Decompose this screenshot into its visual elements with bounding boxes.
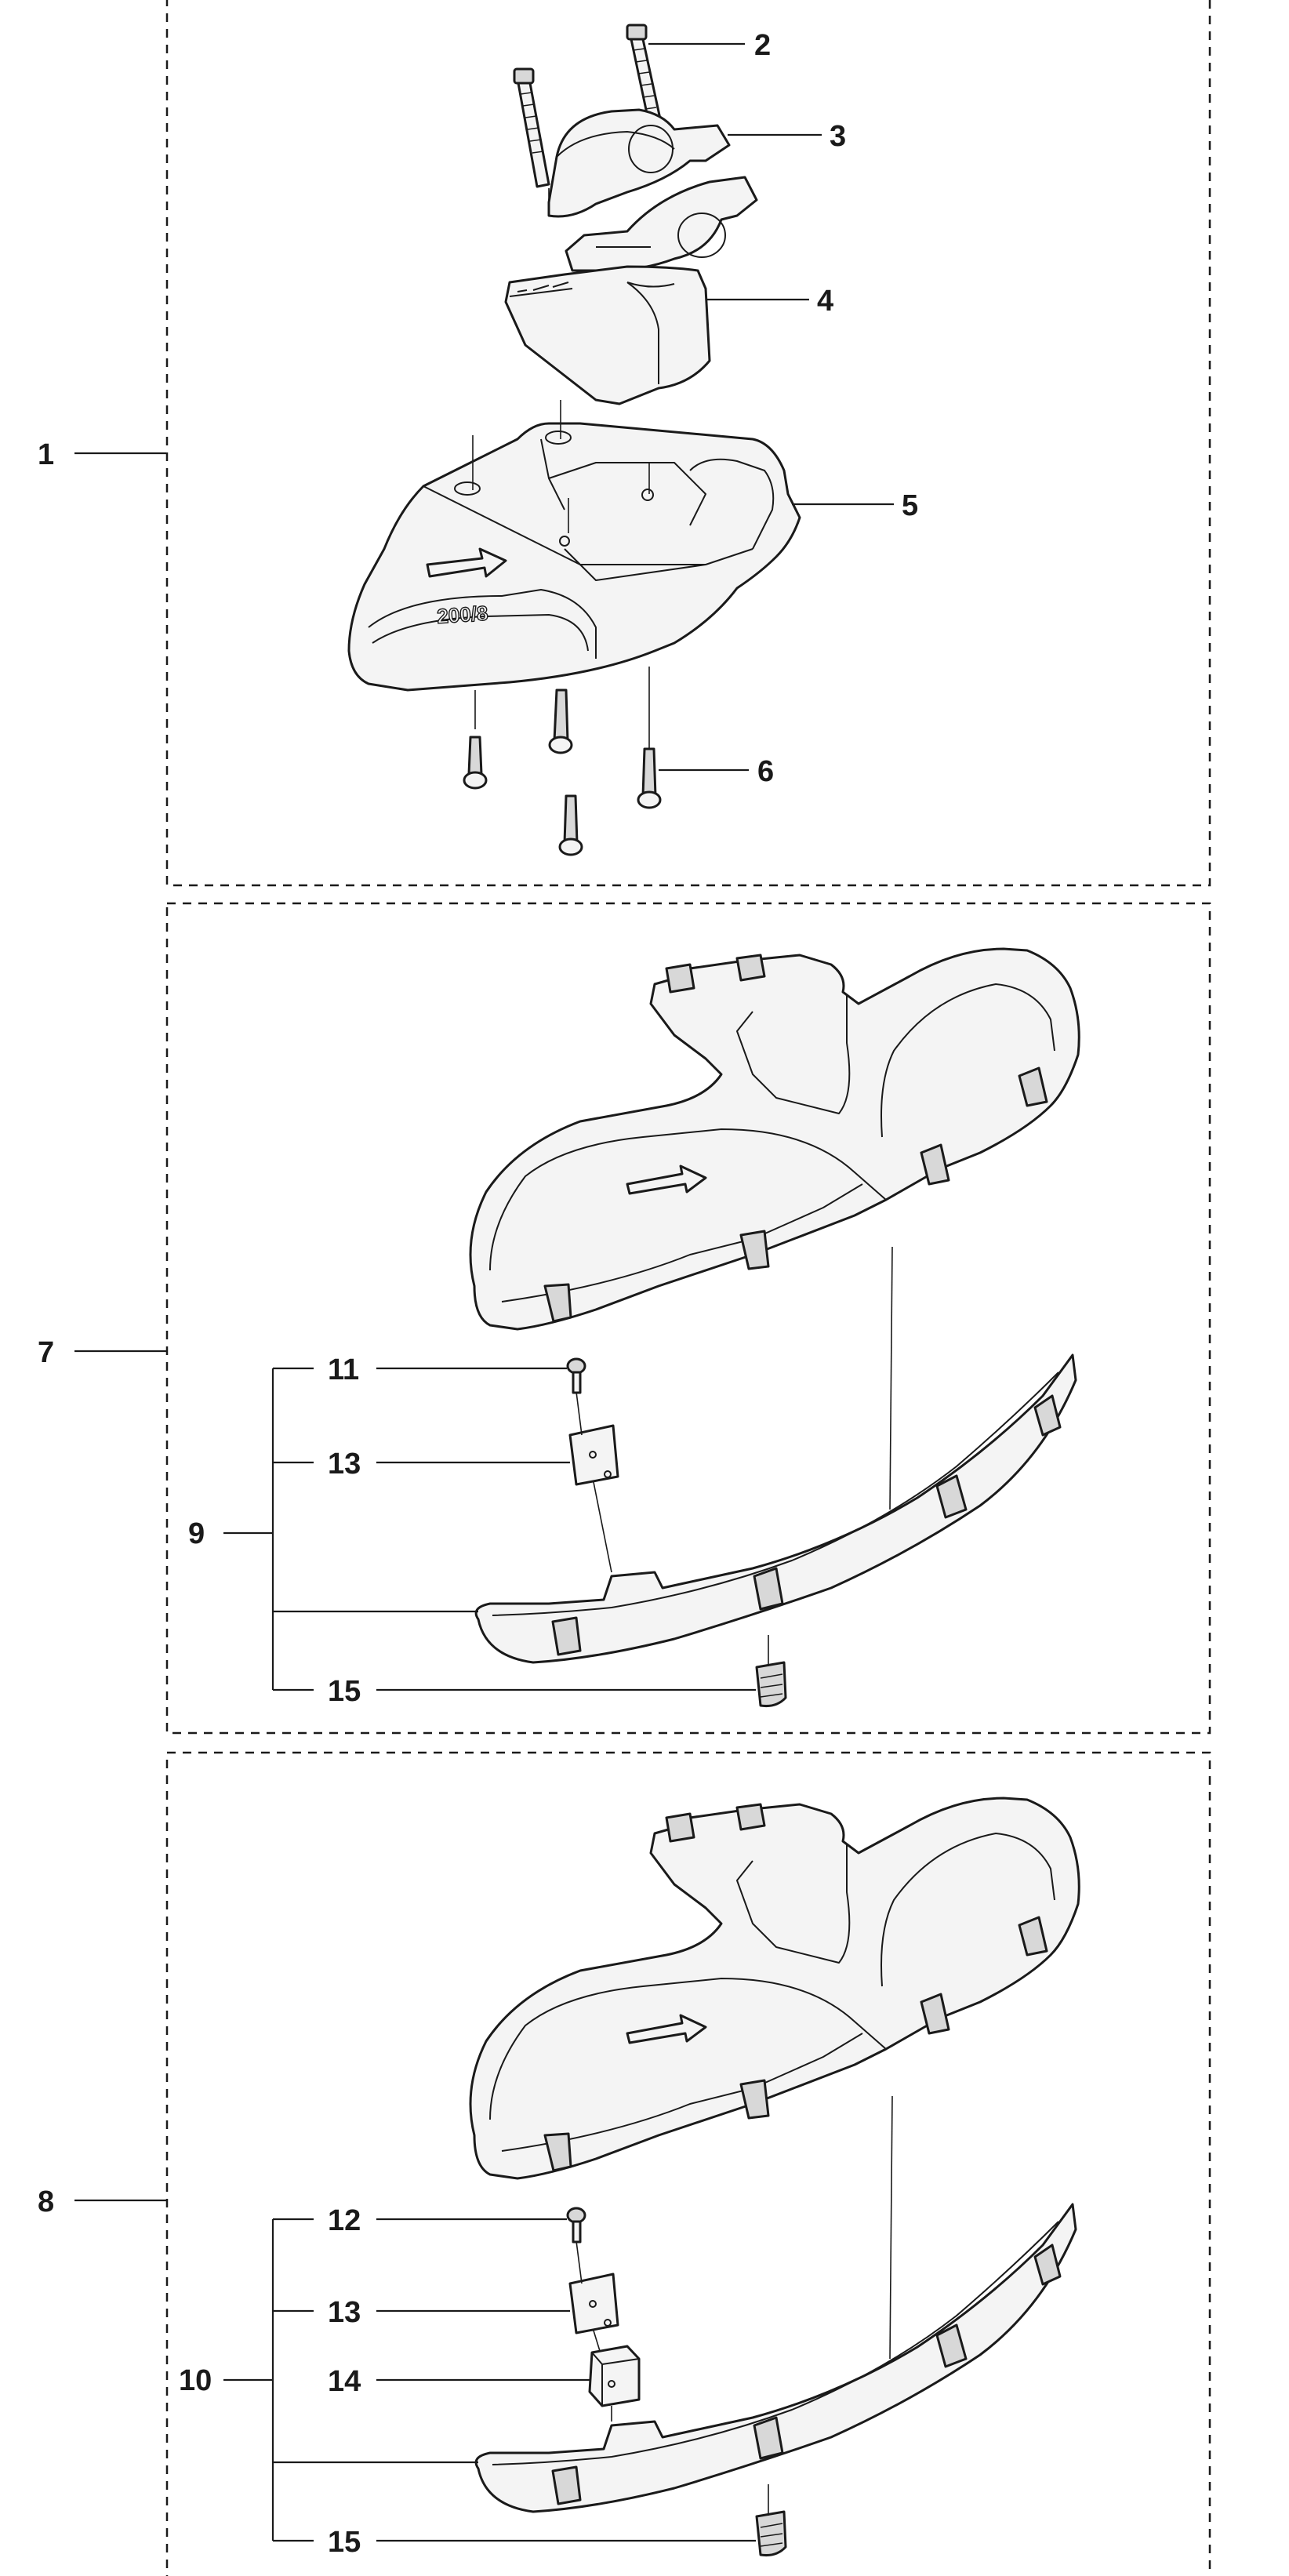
callout-1: 1 xyxy=(38,438,166,471)
clip-15-a xyxy=(755,1661,787,1707)
callout-9-bracket: 9 xyxy=(188,1367,478,1691)
guard-emboss-text: 200/8 xyxy=(436,601,488,628)
guard-screw-4 xyxy=(637,747,662,809)
svg-text:10: 10 xyxy=(179,2364,212,2397)
mount-bracket xyxy=(504,265,711,405)
top-bolt-left xyxy=(513,67,550,188)
callout-10-bracket: 10 xyxy=(179,2218,478,2542)
callout-6: 6 xyxy=(659,755,774,788)
svg-text:8: 8 xyxy=(38,2185,54,2218)
top-bolt-right xyxy=(626,24,665,137)
callout-4: 4 xyxy=(707,285,833,318)
callout-14: 14 xyxy=(328,2365,590,2398)
callout-15-a: 15 xyxy=(328,1675,756,1708)
svg-text:6: 6 xyxy=(757,755,774,788)
blade-strip-b xyxy=(474,2203,1077,2513)
callout-13-a: 13 xyxy=(328,1448,570,1481)
assembly-lines-panel-8 xyxy=(576,2095,893,2516)
block-14 xyxy=(588,2345,641,2407)
plate-13-a xyxy=(568,1424,619,1486)
svg-text:14: 14 xyxy=(328,2365,361,2398)
callout-8: 8 xyxy=(38,2185,166,2218)
svg-text:7: 7 xyxy=(38,1336,54,1369)
callout-13-b: 13 xyxy=(328,2296,570,2329)
svg-text:12: 12 xyxy=(328,2204,361,2237)
screw-12 xyxy=(566,2207,586,2244)
callout-15-b: 15 xyxy=(328,2526,756,2559)
callout-3: 3 xyxy=(728,120,846,153)
svg-text:3: 3 xyxy=(830,120,846,153)
blade-strip-a xyxy=(474,1353,1077,1664)
svg-text:5: 5 xyxy=(902,489,918,522)
svg-text:15: 15 xyxy=(328,2526,361,2559)
panel-8-frame xyxy=(165,1751,1211,2576)
callout-2: 2 xyxy=(648,29,771,62)
guard-screw-2 xyxy=(548,689,573,754)
svg-text:13: 13 xyxy=(328,2296,361,2329)
assembly-lines-panel-1 xyxy=(472,188,650,749)
guard-screw-3 xyxy=(558,794,583,856)
guard-screw-1 xyxy=(463,736,488,790)
clip-15-b xyxy=(755,2510,787,2556)
svg-text:9: 9 xyxy=(188,1517,205,1550)
svg-text:4: 4 xyxy=(817,285,833,318)
clamp-upper xyxy=(547,108,731,218)
callout-11: 11 xyxy=(328,1353,567,1386)
svg-text:13: 13 xyxy=(328,1448,361,1481)
screw-11 xyxy=(566,1357,586,1394)
callout-5: 5 xyxy=(792,489,918,522)
svg-text:11: 11 xyxy=(328,1353,359,1386)
plate-13-b xyxy=(568,2273,619,2334)
svg-text:2: 2 xyxy=(754,29,771,62)
blade-guard-upper-a xyxy=(469,947,1080,1331)
callout-12: 12 xyxy=(328,2204,567,2237)
assembly-lines-panel-7 xyxy=(576,1246,893,1666)
panel-1-frame xyxy=(165,0,1211,887)
svg-text:15: 15 xyxy=(328,1675,361,1708)
panel-7-frame xyxy=(165,902,1211,1735)
blade-guard-upper-b xyxy=(469,1797,1080,2180)
trimmer-guard: 200/8 xyxy=(347,422,801,692)
callout-7: 7 xyxy=(38,1336,166,1369)
svg-text:1: 1 xyxy=(38,438,54,471)
